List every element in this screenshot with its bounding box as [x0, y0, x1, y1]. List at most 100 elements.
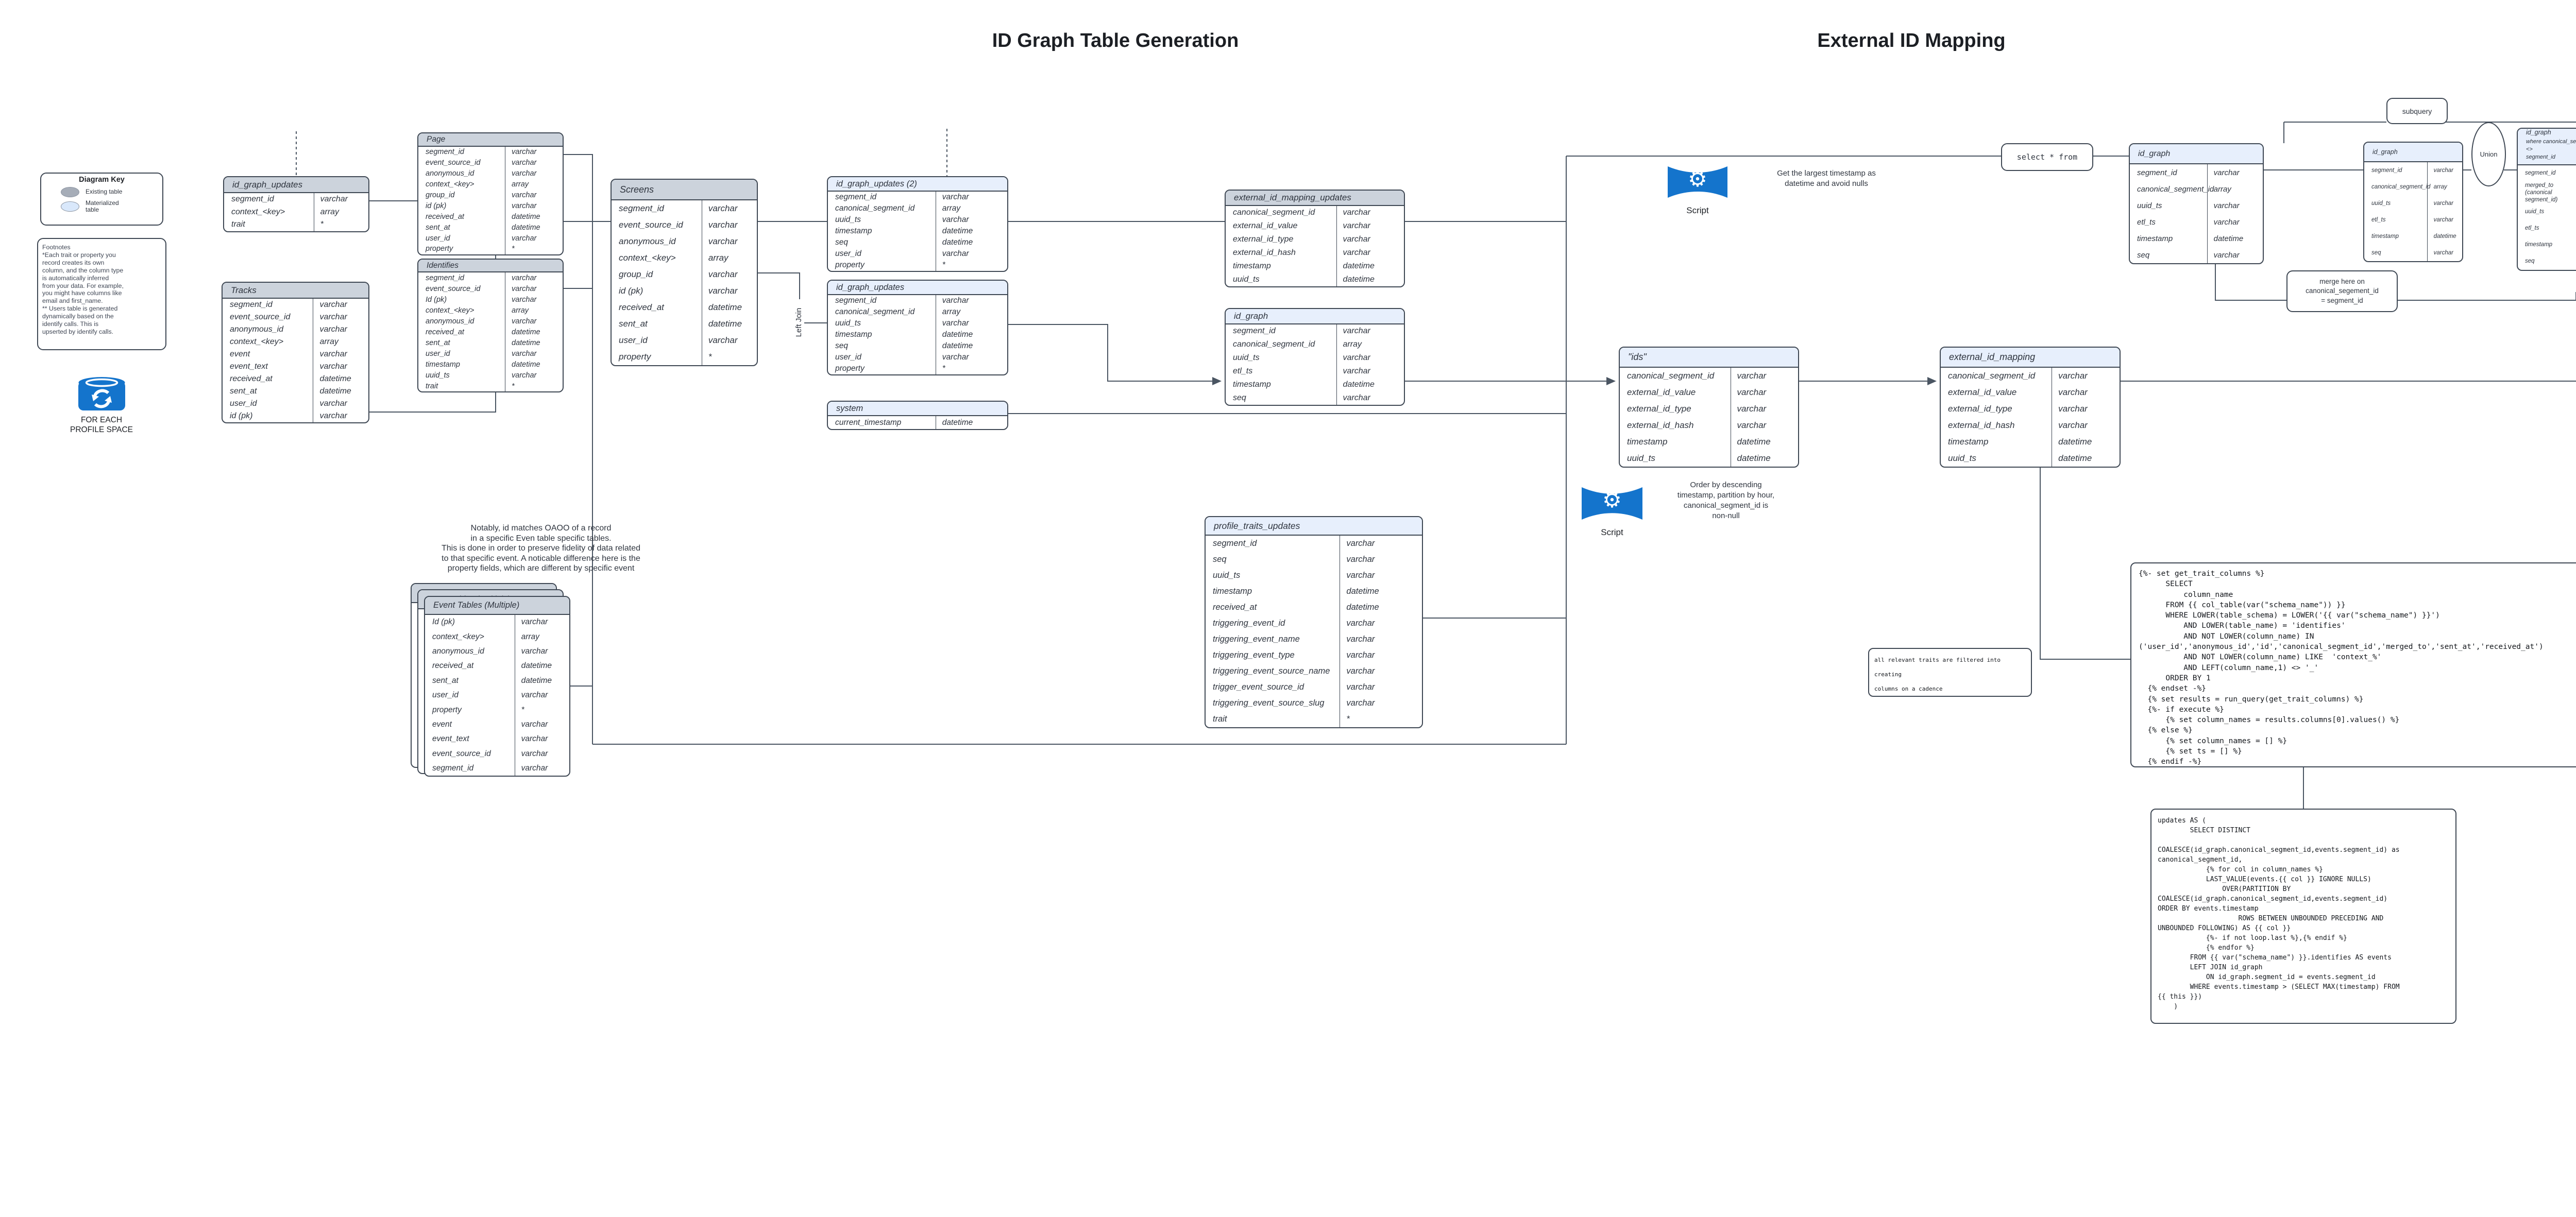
sql-block-updates-cte[interactable]: updates AS ( SELECT DISTINCT COALESCE(id…: [2150, 809, 2456, 1024]
column-name: segment_id: [432, 764, 474, 773]
column-name: trait: [426, 382, 438, 390]
column-name: anonymous_id: [619, 236, 676, 246]
column-type: datetime: [1336, 273, 1404, 286]
column-name: user_id: [432, 691, 459, 700]
column-type: datetime: [1336, 260, 1404, 273]
script-node-1[interactable]: ⚙ Script: [1667, 162, 1728, 216]
footnotes[interactable]: Footnotes *Each trait or property you re…: [37, 238, 166, 350]
script-node-2[interactable]: ⚙ Script: [1581, 483, 1643, 538]
column-name: user_id: [835, 249, 861, 258]
column-name: timestamp: [1627, 437, 1668, 447]
merge-note[interactable]: merge here on canonical_segement_id = se…: [2286, 270, 2398, 312]
select-star-from-label[interactable]: select * from: [2001, 143, 2093, 171]
column-name: uuid_ts: [1233, 353, 1260, 362]
table-header: profile_traits_updates: [1206, 517, 1422, 536]
column-type: array: [2207, 181, 2263, 197]
column-name: seq: [2137, 250, 2150, 260]
diagram-key[interactable]: Diagram Key Existing table Materialized …: [40, 173, 163, 226]
column-name: segment_id: [1233, 327, 1276, 335]
column-name: timestamp: [426, 360, 460, 369]
table-title: id_graph_updates: [232, 179, 303, 190]
column-name: canonical_segment_id: [835, 204, 915, 213]
column-name: segment_id: [835, 193, 877, 201]
column-name: segment_id: [231, 195, 274, 204]
column-name: group_id: [426, 191, 455, 199]
column-name: seq: [835, 238, 848, 247]
column-row: context_<key>array: [418, 179, 563, 190]
column-name: sent_at: [230, 387, 257, 396]
traits-filtered-note[interactable]: all relevant traits are filtered into cr…: [1868, 648, 2032, 697]
column-type: datetime: [313, 385, 368, 398]
column-name: context_<key>: [231, 207, 285, 216]
column-type: varchar: [1336, 233, 1404, 246]
column-name: received_at: [426, 212, 464, 221]
column-type: array: [505, 305, 563, 316]
column-type: varchar: [935, 295, 1007, 306]
column-row: trait*: [224, 218, 368, 231]
table-title: profile_traits_updates: [1214, 520, 1300, 531]
table-title: external_id_mapping: [1949, 352, 2036, 362]
column-type: datetime: [2427, 228, 2462, 245]
column-type: datetime: [514, 659, 569, 674]
column-type: varchar: [2207, 214, 2263, 230]
column-row: context_<key>array: [612, 250, 757, 266]
column-type: datetime: [935, 416, 1007, 429]
for-each-label: FOR EACH PROFILE SPACE: [70, 416, 133, 435]
column-type: varchar: [701, 332, 757, 349]
column-type: varchar: [1730, 401, 1798, 417]
column-name: received_at: [619, 302, 664, 312]
column-name: segment_id: [230, 300, 273, 309]
subquery-label[interactable]: subquery: [2386, 98, 2448, 124]
for-each-profile-space[interactable]: FOR EACH PROFILE SPACE: [55, 377, 148, 435]
table-header: Screens: [612, 180, 757, 200]
sql-block-get-trait-columns[interactable]: {%- set get_trait_columns %} SELECT colu…: [2130, 562, 2576, 767]
column-type: varchar: [505, 147, 563, 158]
column-name: uuid_ts: [1213, 571, 1241, 580]
column-name: event: [432, 719, 452, 729]
union-operator[interactable]: Union: [2471, 122, 2506, 186]
table-title: id_graph: [1234, 311, 1268, 321]
